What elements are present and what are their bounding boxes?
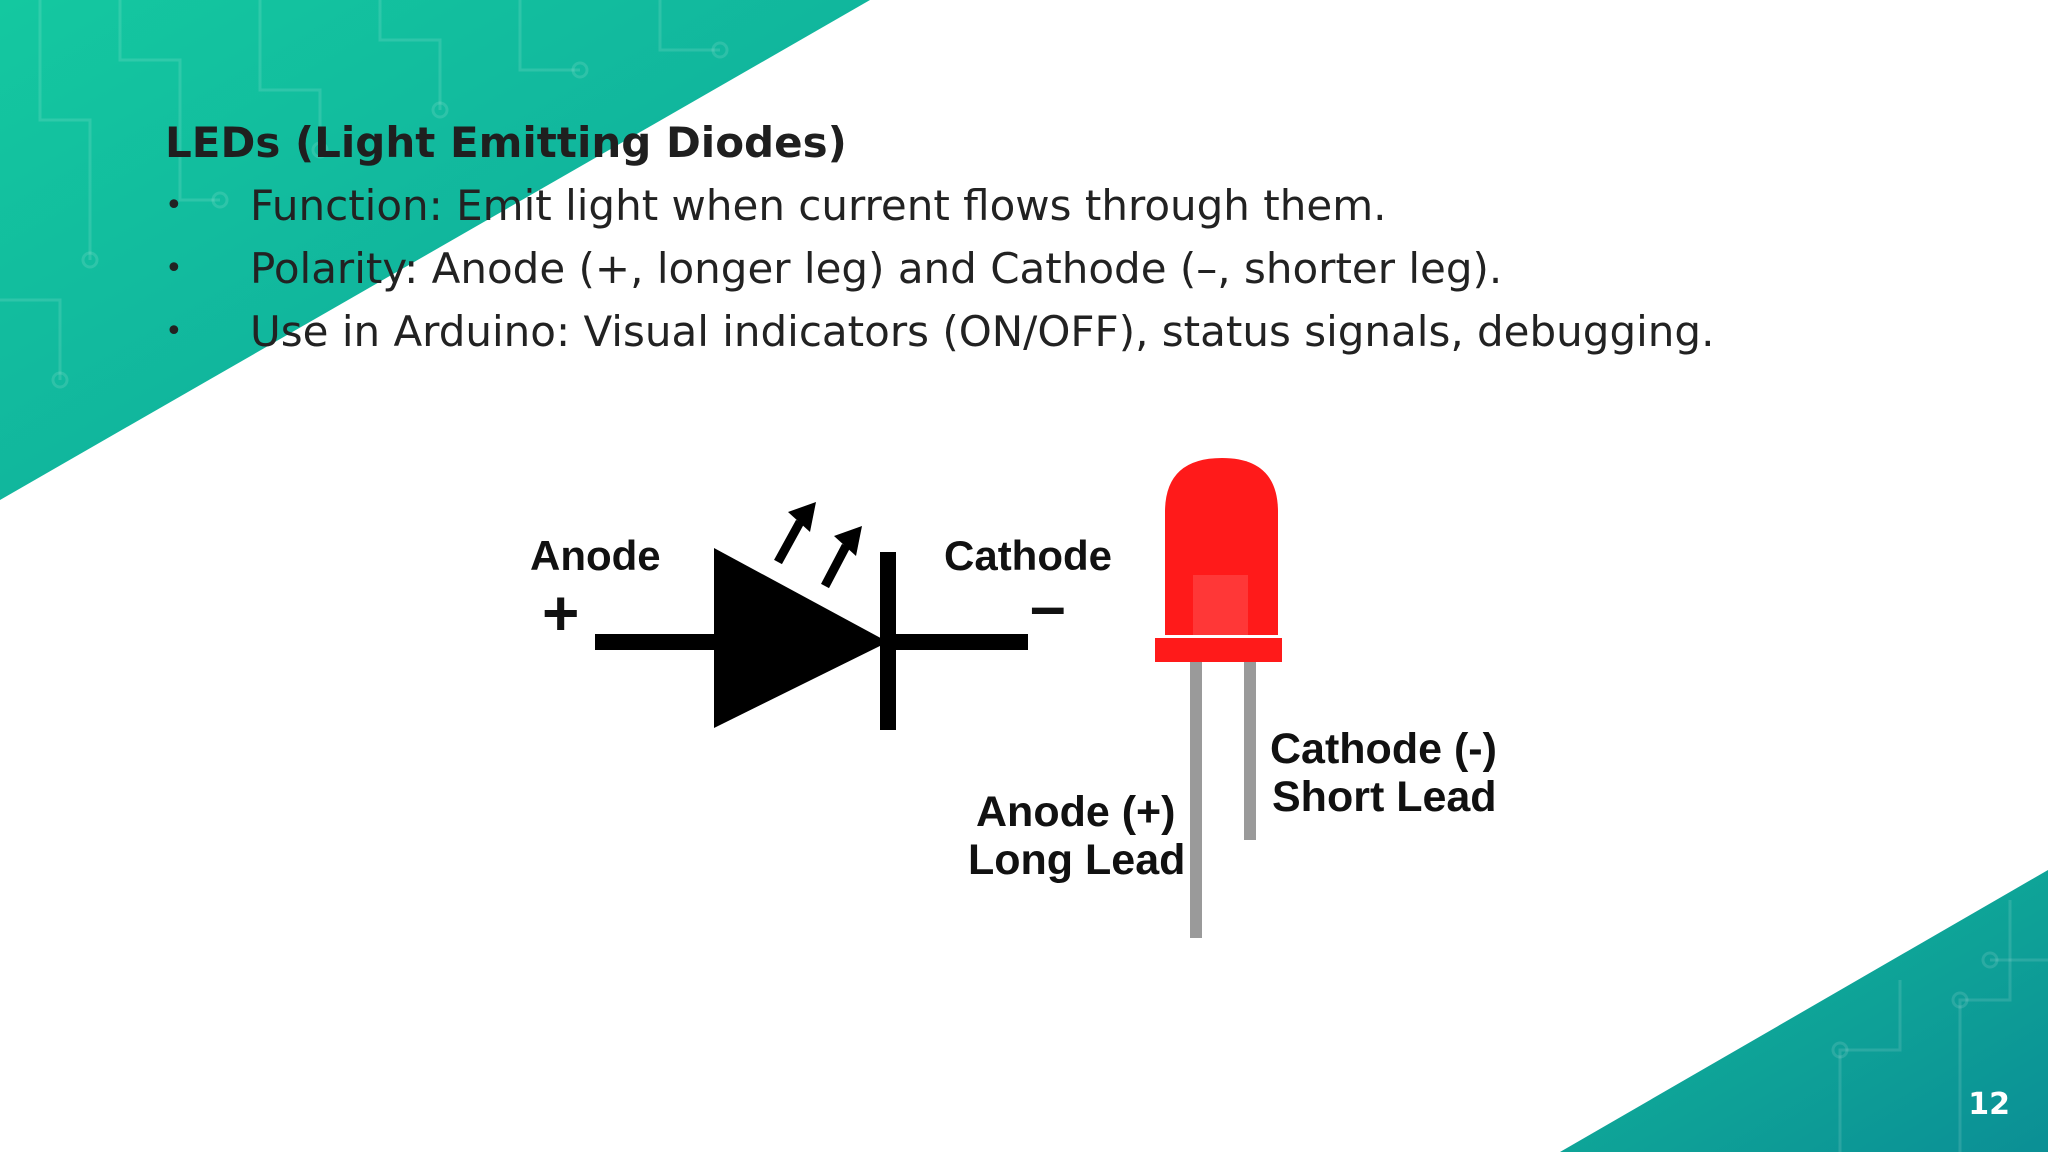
symbol-cathode-sign: – (1030, 570, 1066, 642)
led-inner-reflection (1193, 575, 1248, 635)
symbol-cathode-label: Cathode (944, 532, 1112, 579)
bullet-dot-icon: • (165, 188, 183, 223)
led-base-rim (1155, 638, 1282, 662)
led-anode-label-line1: Anode (+) (976, 788, 1175, 836)
top-left-teal-triangle (0, 0, 870, 500)
bullet-item-function: • Function: Emit light when current flow… (165, 174, 1865, 237)
bullet-text: Use in Arduino: Visual indicators (ON/OF… (250, 307, 1715, 356)
bullet-dot-icon: • (165, 251, 183, 286)
bullet-item-polarity: • Polarity: Anode (+, longer leg) and Ca… (165, 237, 1865, 300)
bullet-text: Polarity: Anode (+, longer leg) and Cath… (250, 244, 1503, 293)
diode-triangle (714, 548, 888, 728)
light-arrows-icon (774, 502, 862, 589)
led-cathode-label-line2: Short Lead (1272, 773, 1497, 821)
bullet-list: • Function: Emit light when current flow… (165, 174, 1865, 363)
bullet-item-arduino-use: • Use in Arduino: Visual indicators (ON/… (165, 300, 1865, 363)
led-diagram: Anode + Cathode – Cathode (-) Short Lead… (530, 458, 1497, 938)
led-schematic-symbol-icon: Anode + Cathode – (530, 502, 1112, 730)
led-component-icon: Cathode (-) Short Lead Anode (+) Long Le… (968, 458, 1497, 938)
symbol-anode-sign: + (542, 577, 579, 649)
bullet-dot-icon: • (165, 314, 183, 349)
led-anode-label-line2: Long Lead (968, 836, 1185, 884)
page-number: 12 (1968, 1087, 2010, 1122)
circuit-pattern-bottom (1831, 900, 2048, 1152)
circuit-pattern-top (0, 0, 729, 389)
bottom-right-teal-triangle (1560, 870, 2048, 1152)
led-cathode-label-line1: Cathode (-) (1270, 725, 1497, 773)
slide-title: LEDs (Light Emitting Diodes) (165, 118, 847, 167)
symbol-anode-label: Anode (530, 532, 661, 579)
slide-content: LEDs (Light Emitting Diodes) • Function:… (165, 112, 1865, 363)
bullet-text: Function: Emit light when current flows … (250, 181, 1387, 230)
